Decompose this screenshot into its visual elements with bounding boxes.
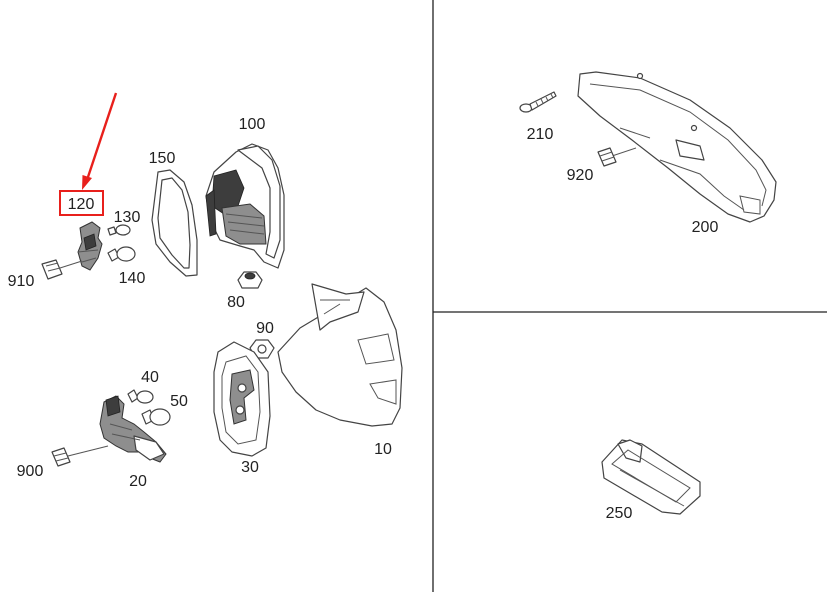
part-100-mirror-housing[interactable] bbox=[205, 143, 285, 269]
part-120-bulb-holder[interactable] bbox=[77, 221, 103, 271]
part-130-bulb[interactable] bbox=[107, 224, 131, 236]
callout-150: 150 bbox=[149, 150, 176, 167]
callout-910: 910 bbox=[8, 273, 35, 290]
part-80-clip[interactable] bbox=[237, 271, 263, 289]
callout-900: 900 bbox=[17, 463, 44, 480]
callout-20: 20 bbox=[129, 473, 147, 490]
callout-80: 80 bbox=[227, 294, 245, 311]
part-140-bulb[interactable] bbox=[107, 246, 136, 262]
part-150-gasket[interactable] bbox=[151, 169, 198, 277]
highlight-box bbox=[59, 190, 104, 216]
callout-250: 250 bbox=[606, 505, 633, 522]
callout-130: 130 bbox=[114, 209, 141, 226]
callout-140: 140 bbox=[119, 270, 146, 287]
part-250-lens[interactable] bbox=[601, 439, 701, 515]
callout-210: 210 bbox=[527, 126, 554, 143]
part-910-connector[interactable] bbox=[41, 259, 83, 280]
callout-30: 30 bbox=[241, 459, 259, 476]
callout-40: 40 bbox=[141, 369, 159, 386]
part-30-base-plate[interactable] bbox=[213, 341, 271, 457]
part-210-screw[interactable] bbox=[519, 91, 557, 113]
part-20-signal-holder[interactable] bbox=[99, 395, 167, 463]
callout-120: 120 bbox=[68, 196, 95, 213]
part-50-bulb[interactable] bbox=[141, 408, 171, 426]
part-90-nut[interactable] bbox=[249, 339, 275, 359]
part-920-connector[interactable] bbox=[597, 147, 637, 167]
part-900-connector[interactable] bbox=[51, 445, 109, 467]
callout-200: 200 bbox=[692, 219, 719, 236]
highlight-arrow bbox=[82, 92, 118, 190]
callout-920: 920 bbox=[567, 167, 594, 184]
part-40-bulb[interactable] bbox=[127, 389, 154, 404]
part-200-lamp-housing[interactable] bbox=[577, 71, 777, 223]
callout-90: 90 bbox=[256, 320, 274, 337]
part-10-mirror-cover[interactable] bbox=[277, 283, 403, 427]
callout-50: 50 bbox=[170, 393, 188, 410]
callout-10: 10 bbox=[374, 441, 392, 458]
callout-100: 100 bbox=[239, 116, 266, 133]
